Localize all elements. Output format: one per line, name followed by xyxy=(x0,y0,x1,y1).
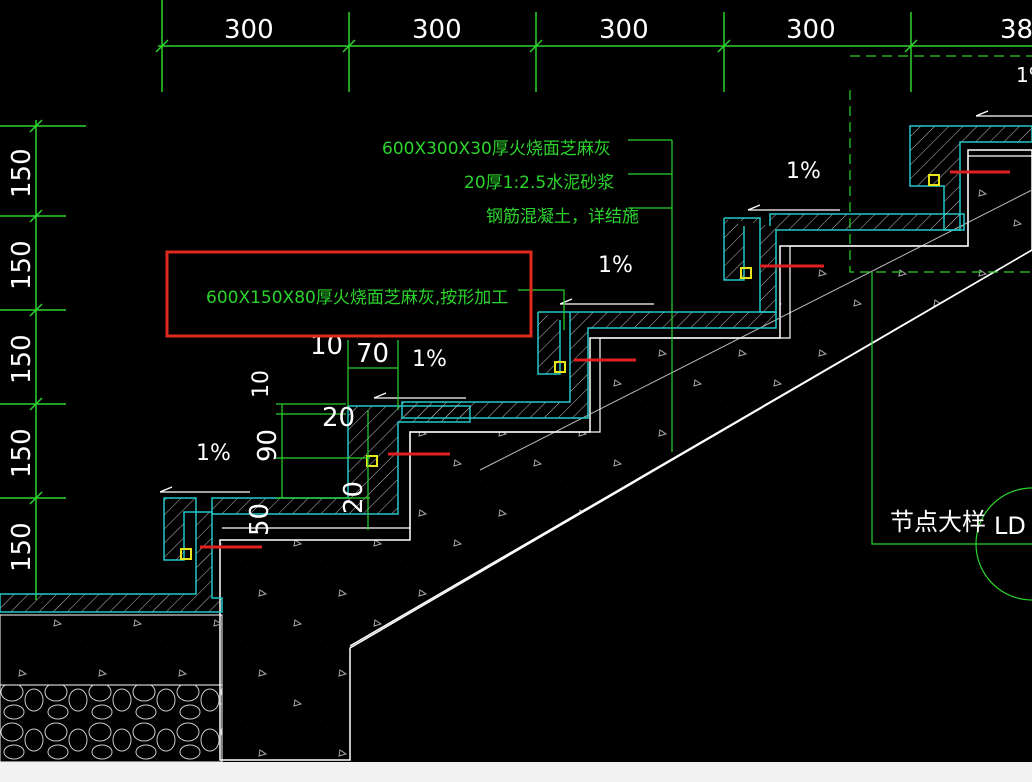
top-dimension-chain xyxy=(155,0,1032,92)
annotation-leader xyxy=(518,139,673,452)
detail-dimension-lines xyxy=(276,340,399,530)
annotation-layer-1: 600X300X30厚火烧面芝麻灰 xyxy=(382,139,611,159)
annotation-tread: 600X150X80厚火烧面芝麻灰,按形加工 xyxy=(206,288,508,308)
node-callout-lines xyxy=(871,272,1032,601)
slope-arrows xyxy=(159,110,1032,493)
annotation-layer-2: 20厚1:2.5水泥砂浆 xyxy=(464,173,614,193)
slope-label-1: 1% xyxy=(196,441,231,466)
ground-gravel xyxy=(0,684,223,763)
annotation-layer-3: 钢筋混凝土，详结施 xyxy=(486,207,639,227)
concrete-stair-body xyxy=(219,149,1032,761)
slope-label-4: 1% xyxy=(786,159,821,184)
top-dim-2: 300 xyxy=(412,15,462,45)
detail-dim-70: 70 xyxy=(356,339,389,369)
detail-dim-90: 90 xyxy=(253,429,283,462)
top-dim-1: 300 xyxy=(224,15,274,45)
highlight-box xyxy=(165,250,533,338)
top-dim-4: 300 xyxy=(786,15,836,45)
finish-layers xyxy=(0,125,1032,613)
detail-dim-20: 20 xyxy=(322,403,355,433)
edge-label: 1% xyxy=(1016,63,1032,87)
detail-dim-20b: 20 xyxy=(339,481,369,514)
anchor-set xyxy=(180,174,940,560)
detail-dim-10b: 10 xyxy=(249,370,274,398)
left-dim-4: 150 xyxy=(7,428,37,478)
left-dimension-chain xyxy=(0,119,86,600)
left-dim-3: 150 xyxy=(7,334,37,384)
node-title: 节点大样 xyxy=(890,508,986,536)
left-dim-2: 150 xyxy=(7,240,37,290)
bottom-status-strip xyxy=(0,762,1032,782)
node-tag: LD xyxy=(994,512,1026,540)
slope-line-upper xyxy=(479,189,1032,471)
top-dim-5: 38 xyxy=(1000,15,1032,45)
ground-concrete xyxy=(0,614,223,686)
rebar-set xyxy=(200,170,1010,549)
slope-line xyxy=(349,249,1032,647)
node-callout-frame xyxy=(849,55,1032,273)
top-dim-3: 300 xyxy=(599,15,649,45)
left-dim-1: 150 xyxy=(7,148,37,198)
detail-dim-50: 50 xyxy=(245,503,275,536)
slope-label-2: 1% xyxy=(412,347,447,372)
left-dim-5: 150 xyxy=(7,522,37,572)
inner-white-lines xyxy=(222,155,1032,529)
slope-label-3: 1% xyxy=(598,253,633,278)
